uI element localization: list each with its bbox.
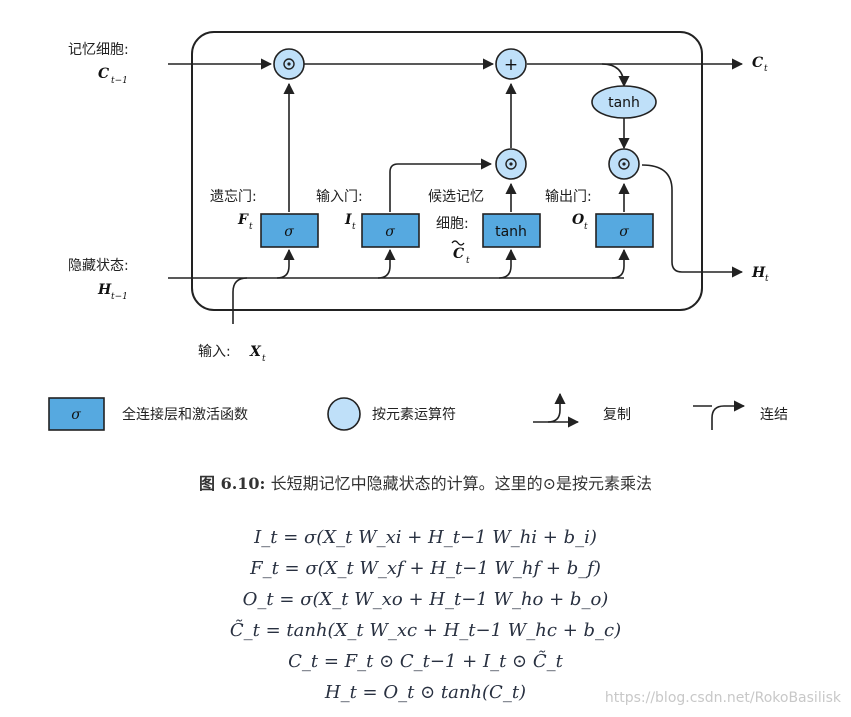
h-to-input [377, 248, 396, 279]
f-var: F [237, 212, 249, 228]
candidate-label-1: 候选记忆 [428, 189, 484, 205]
output-gate-box: σ [595, 213, 654, 248]
c-tilde-sub: t [466, 256, 470, 266]
h-out-var: H [751, 265, 766, 281]
h-to-forget [276, 248, 295, 279]
watermark: https://blog.csdn.net/RokoBasilisk [604, 690, 841, 706]
legend-copy-label: 复制 [603, 406, 631, 423]
cell-frame [191, 31, 703, 311]
o-var: O [572, 212, 585, 228]
x-input-line [232, 277, 248, 324]
c-tilde-mark [451, 240, 465, 246]
copy-icon-branch [547, 392, 566, 423]
legend-op-label: 按元素运算符 [372, 407, 456, 423]
input-gate-sigma: σ [385, 224, 395, 240]
legend-box-swatch [48, 397, 105, 431]
output-mult-op [608, 148, 640, 180]
f-sub: t [249, 222, 253, 232]
c-out-sub: t [764, 64, 768, 74]
h-prev-var: H [97, 282, 112, 298]
c-tilde-var: C [453, 246, 464, 262]
forget-gate-sigma: σ [284, 224, 294, 240]
forget-gate-label: 遗忘门: [210, 189, 257, 205]
lstm-diagram: + tanh σ σ tanh σ 记忆细胞: C t−1 隐藏状态: H t−… [48, 31, 788, 431]
equation-candidate: C̃_t = tanh(X_t W_xc + H_t−1 W_hc + b_c) [229, 620, 622, 641]
h-to-output [611, 248, 630, 279]
forget-gate-box: σ [260, 213, 319, 248]
h-prev-sub: t−1 [111, 292, 128, 302]
figure-number: 图 6.10: [199, 474, 266, 493]
legend-circle-swatch [327, 397, 361, 431]
candidate-mult-op [495, 148, 527, 180]
tanh-op-label: tanh [608, 95, 640, 111]
i-sub: t [352, 222, 356, 232]
equations: I_t = σ(X_t W_xi + H_t−1 W_hi + b_i) F_t… [0, 522, 851, 708]
input-label: 输入: [198, 344, 231, 360]
figure-caption-text: 长短期记忆中隐藏状态的计算。这里的⊙是按元素乘法 [270, 474, 652, 493]
i-var: I [344, 212, 352, 228]
mult-to-hout [641, 164, 744, 278]
plus-symbol: + [504, 55, 518, 75]
equation-hidden: H_t = O_t ⊙ tanh(C_t) [324, 682, 527, 703]
equation-output-gate: O_t = σ(X_t W_xo + H_t−1 W_ho + b_o) [242, 589, 609, 610]
h-out-sub: t [765, 274, 769, 284]
x-var: X [249, 344, 262, 360]
input-gate-box: σ [361, 213, 420, 248]
memory-cell-label: 记忆细胞: [68, 42, 129, 58]
input-gate-label: 输入门: [316, 189, 363, 205]
candidate-box: tanh [482, 213, 541, 248]
figure-caption: 图 6.10: 长短期记忆中隐藏状态的计算。这里的⊙是按元素乘法 [0, 470, 851, 494]
hidden-state-label: 隐藏状态: [68, 258, 129, 274]
output-gate-sigma: σ [619, 224, 629, 240]
equation-input-gate: I_t = σ(X_t W_xi + H_t−1 W_hi + b_i) [254, 527, 597, 548]
forget-mult-op [273, 48, 305, 80]
legend-box-sigma: σ [71, 407, 81, 423]
candidate-label-2: 细胞: [436, 216, 469, 232]
legend-fc-label: 全连接层和激活函数 [122, 406, 248, 423]
plus-op: + [495, 48, 527, 80]
legend-concat-label: 连结 [760, 407, 788, 423]
c-prev-var: C [98, 66, 109, 82]
o-sub: t [584, 222, 588, 232]
c-out-var: C [752, 55, 763, 71]
equation-cell: C_t = F_t ⊙ C_t−1 + I_t ⊙ C̃_t [288, 651, 563, 672]
concat-icon [711, 400, 746, 430]
input-to-cand-mult [389, 158, 493, 212]
tanh-op: tanh [591, 85, 657, 119]
output-gate-label: 输出门: [545, 189, 592, 205]
c-prev-sub: t−1 [111, 76, 128, 86]
candidate-tanh: tanh [495, 224, 527, 240]
equation-forget-gate: F_t = σ(X_t W_xf + H_t−1 W_hf + b_f) [250, 558, 601, 579]
legend: σ 全连接层和激活函数 按元素运算符 复制 连结 [48, 392, 788, 431]
cell-to-tanh [601, 63, 630, 88]
h-to-cand [498, 248, 517, 279]
x-sub: t [262, 354, 266, 364]
